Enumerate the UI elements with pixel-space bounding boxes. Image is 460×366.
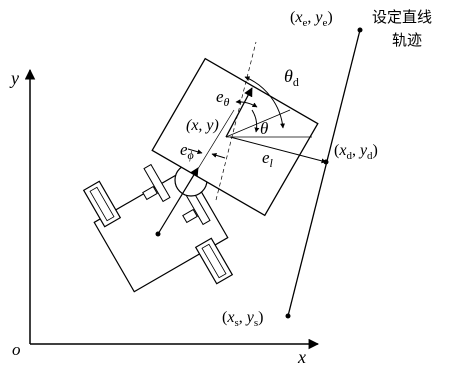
- desired-point-label: (xd, yd): [334, 142, 378, 162]
- origin-label: o: [12, 340, 21, 359]
- e-l-line: [229, 136, 327, 164]
- e-l-label: el: [262, 148, 274, 170]
- left-wheel: [82, 180, 122, 228]
- right-wheel: [194, 237, 234, 285]
- arm-link-left: [143, 163, 171, 203]
- trajectory-label-line1: 设定直线: [372, 8, 432, 26]
- start-point-label: (xs, ys): [222, 309, 263, 329]
- trajectory-label-line2: 轨迹: [392, 31, 422, 49]
- robot-heading-arrow: [157, 167, 199, 235]
- y-axis-label: y: [9, 68, 19, 88]
- theta-d-arc: [244, 76, 286, 129]
- e-theta-main: e: [216, 87, 224, 106]
- e-phi-main: e: [180, 140, 188, 159]
- arm-base-left: [142, 185, 158, 201]
- end-point-dot: [357, 27, 363, 33]
- e-phi-label: eϕ: [180, 140, 194, 162]
- right-wheel-tread: [201, 243, 227, 279]
- theta-d-main: θ: [284, 66, 293, 86]
- left-wheel-tread: [89, 186, 115, 222]
- e-l-sub: l: [270, 156, 274, 170]
- arm-base-right: [182, 208, 198, 224]
- e-phi-arrow-left: [187, 148, 203, 155]
- theta-label: θ: [260, 119, 268, 138]
- end-point-label: (xe, ye): [290, 9, 333, 29]
- start-point-dot: [285, 313, 291, 319]
- e-theta-sub: θ: [224, 95, 230, 109]
- x-axis-label: x: [297, 347, 306, 366]
- dashed-reference-line: [215, 41, 257, 201]
- theta-arc: [251, 109, 260, 133]
- robot-point-label: (x, y): [186, 117, 219, 134]
- trajectory-line: [287, 29, 361, 317]
- e-theta-label: eθ: [216, 87, 230, 109]
- e-theta-arc: [235, 99, 258, 108]
- e-phi-arrow-right: [211, 152, 226, 159]
- theta-d-sub: d: [293, 75, 299, 89]
- e-phi-sub: ϕ: [188, 148, 194, 162]
- theta-d-label: θd: [284, 66, 299, 89]
- robot-center-dot: [155, 231, 161, 237]
- e-l-main: e: [262, 148, 270, 167]
